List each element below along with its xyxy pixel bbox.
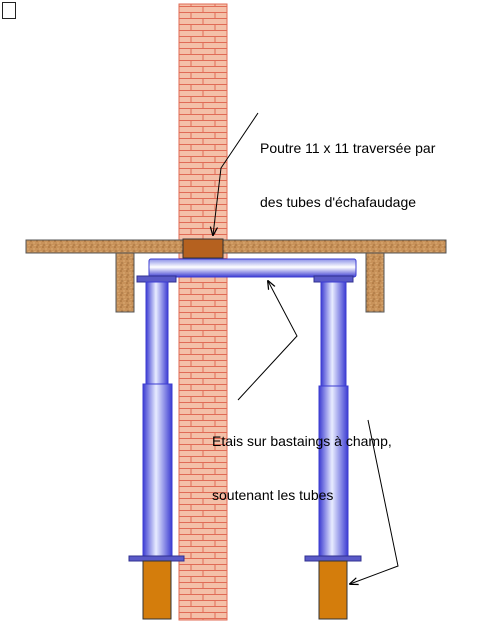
props-annotation-line1: Etais sur bastaings à champ, <box>212 433 392 449</box>
arrow-to-beam <box>213 112 259 235</box>
beam-annotation-line2: des tubes d'échafaudage <box>260 194 417 210</box>
prop-right-base-plate <box>304 555 362 562</box>
bastaing-left <box>142 560 172 620</box>
props-annotation: Etais sur bastaings à champ, soutenant l… <box>212 396 392 540</box>
horizontal-tube <box>148 258 357 278</box>
prop-left-top-plate <box>136 275 177 283</box>
floor-slab <box>25 239 447 254</box>
beam-annotation: Poutre 11 x 11 traversée par des tubes d… <box>260 103 435 247</box>
arrow-to-bastaing <box>350 419 399 584</box>
beam-annotation-line1: Poutre 11 x 11 traversée par <box>260 140 436 156</box>
corner-checkbox <box>2 2 16 19</box>
joist-right <box>365 252 385 313</box>
prop-left-base-plate <box>128 555 185 562</box>
prop-right-top-plate <box>313 275 354 283</box>
prop-left-inner-tube <box>145 281 169 385</box>
prop-right-outer-tube <box>318 385 349 557</box>
beam-11x11 <box>182 238 224 259</box>
prop-left-outer-tube <box>142 383 173 557</box>
bastaing-right <box>318 560 348 620</box>
brick-wall <box>178 3 228 621</box>
prop-right-inner-tube <box>320 281 347 387</box>
props-annotation-line2: soutenant les tubes <box>212 487 334 503</box>
joist-left <box>115 252 135 313</box>
arrow-to-tube <box>237 281 298 401</box>
